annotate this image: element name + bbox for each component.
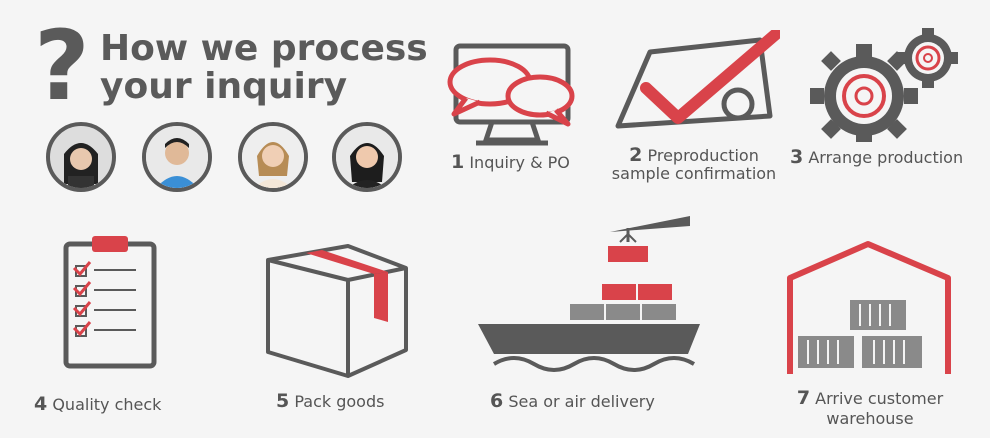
step-text: Inquiry & PO [469,153,570,172]
step-label-1: 1 Inquiry & PO [451,151,570,173]
avatar [332,122,402,192]
gears-icon [804,22,964,142]
warehouse-icon [784,238,954,378]
step-text-line2: warehouse [826,409,914,428]
step-number: 4 [34,393,48,415]
box-icon [262,240,412,380]
step-number: 5 [276,390,290,412]
step-number: 2 [629,144,643,166]
step-text: Arrive customer [815,389,944,408]
step-label-7: 7 Arrive customer warehouse [770,388,970,429]
step-text-line2: sample confirmation [611,164,777,183]
step-text: Arrange production [808,148,964,167]
checkmark-paper-icon [610,30,780,130]
ship-icon [474,212,704,380]
step-label-6: 6 Sea or air delivery [490,390,655,412]
step-number: 3 [790,146,804,168]
step-label-5: 5 Pack goods [276,390,384,412]
monitor-chat-icon [440,40,580,150]
question-mark-icon: ? [34,10,90,122]
title-line-1: How we process [100,28,428,69]
step-text: Sea or air delivery [508,392,655,411]
step-text: Quality check [52,395,162,414]
step-text: Pack goods [294,392,385,411]
avatar [46,122,116,192]
step-label-4: 4 Quality check [34,393,161,415]
page-title: How we process your inquiry [100,30,428,106]
title-line-2: your inquiry [100,66,348,107]
step-label-2: 2 Preproduction sample confirmation [604,146,784,183]
avatar [142,122,212,192]
step-number: 6 [490,390,504,412]
clipboard-icon [62,232,158,372]
step-label-3: 3 Arrange production [790,146,963,168]
step-number: 1 [451,151,465,173]
avatar [238,122,308,192]
step-text: Preproduction [647,146,759,165]
step-number: 7 [796,387,811,409]
